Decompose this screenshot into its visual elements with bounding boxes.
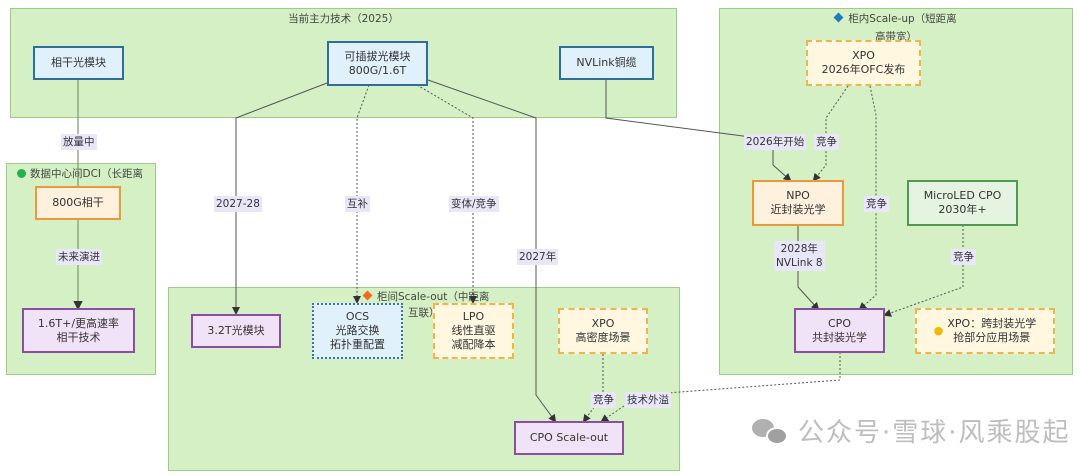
node-npo[interactable]: NPO 近封装光学 (752, 180, 844, 226)
watermark-text: 公众号·雪球·风乘股起 (798, 418, 1071, 448)
edge-label-2027: 2027年 (517, 249, 559, 265)
edge-label-variant-competition: 变体/竞争 (449, 196, 499, 212)
node-800g-coherent[interactable]: 800G相干 (35, 186, 121, 220)
node-xpo-high-density[interactable]: XPO 高密度场景 (558, 308, 648, 354)
node-lpo[interactable]: LPO 线性直驱 减配降本 (433, 303, 514, 359)
edge-label-competition-xpo-density: 竞争 (591, 392, 616, 408)
group-title-scale-up-line1: 柜内Scale-up（短距离 (848, 13, 957, 25)
watermark: 公众号·雪球·风乘股起 (752, 412, 1071, 449)
group-title-dci: 数据中心间DCI（长距离 (17, 167, 143, 181)
wechat-icon (752, 417, 788, 445)
node-pluggable-module[interactable]: 可插拔光模块 800G/1.6T (327, 41, 428, 86)
node-ocs[interactable]: OCS 光路交换 拓扑重配置 (312, 303, 403, 359)
node-cpo-scale-out[interactable]: CPO Scale-out (514, 421, 624, 455)
group-title-current: 当前主力技术（2025） (288, 13, 399, 25)
node-microled-cpo[interactable]: MicroLED CPO 2030年+ (907, 180, 1018, 226)
blue-diamond-icon (833, 12, 844, 23)
edge-label-start-2026: 2026年开始 (744, 134, 807, 150)
edge-label-competition-xpo-cpo: 竞争 (864, 196, 889, 212)
edge-label-future-evolution: 未来演进 (56, 249, 102, 265)
orange-diamond-icon (362, 290, 373, 301)
green-circle-icon (17, 169, 26, 178)
lightbulb-icon: ● (933, 324, 944, 337)
edge-label-tech-spillover: 技术外溢 (625, 392, 671, 408)
edge-label-competition-microled: 竞争 (951, 249, 976, 265)
node-cpo[interactable]: CPO 共封装光学 (794, 308, 885, 353)
node-xpo-note: ●XPO：跨封装光学 抢部分应用场景 (915, 308, 1055, 354)
xpo-note-text: XPO：跨封装光学 抢部分应用场景 (947, 317, 1037, 344)
node-coherent-module[interactable]: 相干光模块 (33, 46, 124, 80)
edge-label-complementary: 互补 (345, 196, 370, 212)
group-title-dci-text: 数据中心间DCI（长距离 (30, 168, 144, 180)
edge-label-2027-28: 2027-28 (214, 196, 262, 212)
edge-label-competition-xpo-npo: 竞争 (814, 134, 839, 150)
node-nvlink-copper[interactable]: NVLink铜缆 (559, 46, 654, 80)
edge-label-2028-nvlink8: 2028年 NVLink 8 (774, 241, 825, 271)
node-3-2t-module[interactable]: 3.2T光模块 (191, 314, 281, 348)
edge-label-ramping: 放量中 (61, 134, 97, 150)
node-coherent-future[interactable]: 1.6T+/更高速率 相干技术 (22, 308, 135, 353)
group-title-scale-out-line1: 柜间Scale-out（中距离 (377, 291, 490, 303)
node-xpo-ofc[interactable]: XPO 2026年OFC发布 (806, 40, 921, 86)
